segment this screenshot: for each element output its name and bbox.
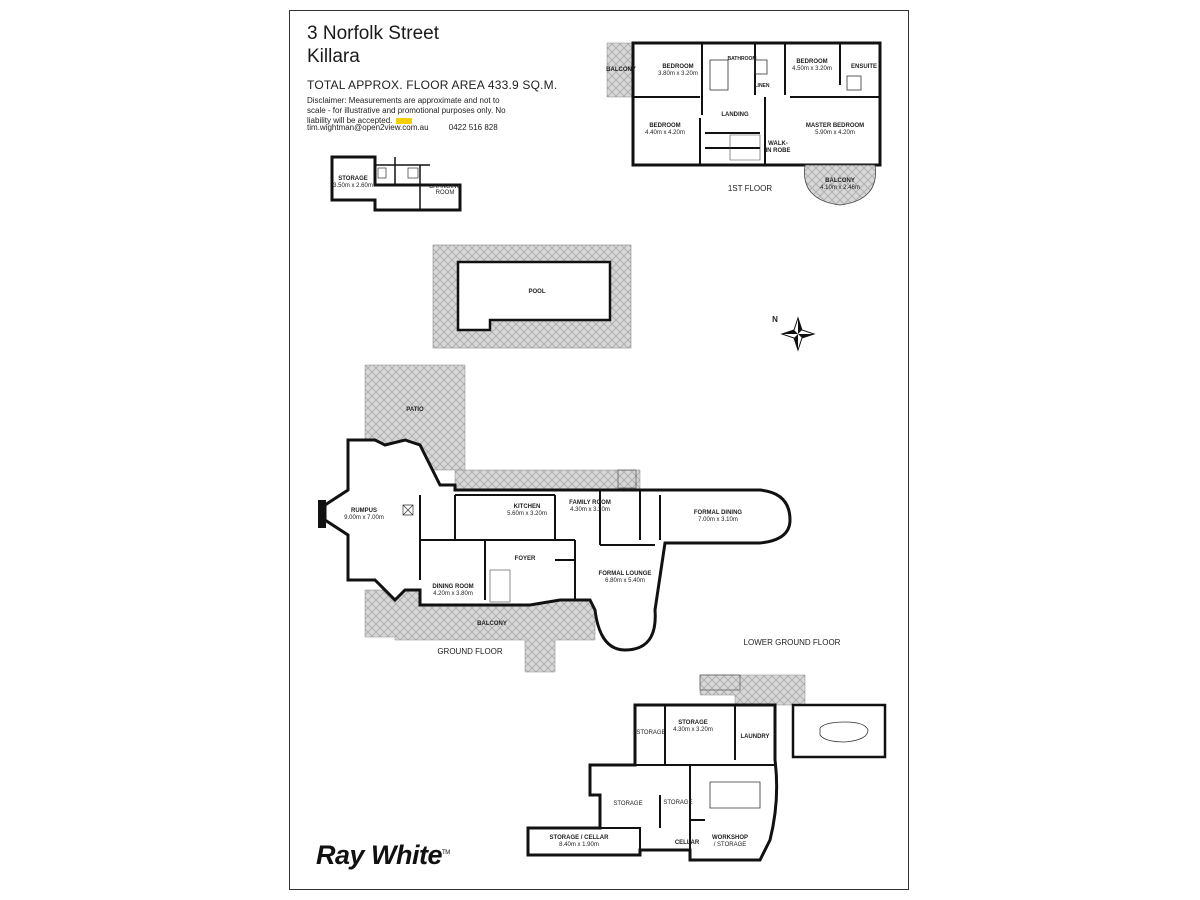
landing-label: LANDING	[721, 112, 749, 118]
fireplace-icon	[318, 500, 326, 528]
first-balcony-label: BALCONY	[606, 67, 636, 73]
pool-outline	[456, 260, 612, 332]
master-dim: 5.90m x 4.20m	[815, 130, 855, 136]
walkin-label-1: WALK-	[768, 141, 788, 147]
compass-n-label: N	[772, 315, 778, 324]
family-stair-icon	[617, 469, 637, 489]
ray-white-logo: Ray WhiteTM	[316, 840, 450, 871]
shower-icon	[754, 59, 768, 75]
family-label: FAMILY ROOM	[569, 500, 611, 506]
pool-house-walls	[375, 157, 430, 210]
open2view-badge-icon	[396, 117, 413, 124]
ensuite-label: ENSUITE	[851, 64, 877, 70]
skylight-icon	[402, 504, 414, 516]
rumpus-dim: 9.00m x 7.00m	[344, 515, 384, 521]
ground-floor-walls	[419, 490, 661, 600]
brand-name: Ray White	[316, 840, 443, 870]
dining-label: DINING ROOM	[432, 584, 473, 590]
contact-phone: 0422 516 828	[448, 123, 498, 132]
ground-floor-outline	[323, 438, 792, 652]
storage-lg-dim: 4.30m x 3.20m	[673, 727, 713, 733]
master-balcony-dim: 4.10m x 2.46m	[820, 185, 860, 191]
lounge-label: FORMAL LOUNGE	[599, 571, 652, 577]
formal-dining-label: FORMAL DINING	[694, 510, 743, 516]
linen-label: LINEN	[755, 83, 770, 89]
patio-label: PATIO	[406, 407, 424, 413]
bed1-dim: 3.80m x 3.20m	[658, 71, 698, 77]
ground-stair-icon	[489, 569, 511, 603]
formal-dining-dim: 7.00m x 3.10m	[698, 517, 738, 523]
pool-shower-icon	[407, 167, 419, 179]
address-line2: Killara	[307, 46, 360, 67]
cellar2-label: CELLAR	[675, 840, 700, 846]
bathroom-label: BATHROOM	[727, 56, 756, 62]
dining-dim: 4.20m x 3.80m	[433, 591, 473, 597]
lower-stair-icon	[699, 674, 741, 691]
ground-floor-plan	[318, 364, 792, 673]
disclaimer-text: Disclaimer: Measurements are approximate…	[307, 96, 506, 125]
first-floor-label: 1ST FLOOR	[728, 184, 773, 193]
family-dim: 4.30m x 3.20m	[570, 507, 610, 513]
bed3-dim: 4.40m x 4.20m	[645, 130, 685, 136]
kitchen-label: KITCHEN	[514, 504, 541, 510]
pool-label: POOL	[528, 289, 545, 295]
first-floor-outline	[631, 41, 882, 167]
contact-email[interactable]: tim.wightman@open2view.com.au	[307, 123, 429, 132]
ground-balcony-label: BALCONY	[477, 621, 507, 627]
storage-small3-label: STORAGE	[663, 800, 692, 806]
compass-icon: N	[772, 315, 816, 352]
bathtub-icon	[709, 59, 729, 91]
storage-pool-dim: 3.50m x 2.60m	[333, 183, 373, 189]
ground-floor-label: GROUND FLOOR	[437, 647, 503, 656]
first-balcony-hatch	[606, 42, 634, 98]
floor-area: TOTAL APPROX. FLOOR AREA 433.9 SQ.M.	[307, 78, 558, 92]
workshop-car-icon	[709, 781, 761, 809]
bed2-dim: 4.50m x 3.20m	[792, 66, 832, 72]
bed1-label: BEDROOM	[662, 64, 693, 70]
lower-floor-walls	[600, 705, 775, 860]
ground-balcony-hatch	[364, 589, 596, 673]
foyer-label: FOYER	[515, 556, 536, 562]
master-balcony-label: BALCONY	[825, 178, 855, 184]
workshop-label-1: WORKSHOP	[712, 835, 748, 841]
rumpus-label: RUMPUS	[351, 508, 377, 514]
lower-floor-outline	[526, 703, 779, 862]
contact: tim.wightman@open2view.com.au 0422 516 8…	[307, 123, 516, 132]
cellar-dim: 8.40m x 1.90m	[559, 842, 599, 848]
bed3-label: BEDROOM	[649, 123, 680, 129]
ensuite-shower-icon	[846, 75, 862, 91]
lounge-dim: 6.80m x 5.40m	[605, 578, 645, 584]
walkin-label-2: IN ROBE	[765, 148, 790, 154]
lower-floor-plan	[526, 674, 887, 862]
toilet-icon	[377, 167, 387, 179]
address-title: 3 Norfolk Street Killara	[307, 22, 439, 68]
storage-small2-label: STORAGE	[613, 801, 642, 807]
address-line1: 3 Norfolk Street	[307, 23, 439, 44]
bed2-label: BEDROOM	[796, 59, 827, 65]
lower-floor-label: LOWER GROUND FLOOR	[744, 638, 841, 647]
car-icon	[819, 721, 869, 743]
master-balcony-hatch	[804, 164, 876, 206]
brand-mark: TM	[442, 850, 450, 856]
changing-label-1: CHANGING	[429, 184, 462, 190]
storage-small1-label: STORAGE	[636, 730, 665, 736]
storage-pool-label: STORAGE	[338, 176, 368, 182]
master-label: MASTER BEDROOM	[806, 123, 864, 129]
pool-house-outline	[330, 155, 462, 212]
stair-icon	[729, 134, 761, 161]
laundry-label: LAUNDRY	[740, 734, 769, 740]
changing-label-2: ROOM	[436, 190, 455, 196]
plan-frame	[289, 10, 909, 890]
storage-lg-label: STORAGE	[678, 720, 708, 726]
patio-strip-hatch	[454, 469, 641, 491]
first-floor-plan	[606, 41, 882, 206]
kitchen-dim: 5.60m x 3.20m	[507, 511, 547, 517]
cellar-label: STORAGE / CELLAR	[550, 835, 610, 841]
disclaimer: Disclaimer: Measurements are approximate…	[307, 96, 517, 126]
workshop-label-2: / STORAGE	[714, 842, 747, 848]
